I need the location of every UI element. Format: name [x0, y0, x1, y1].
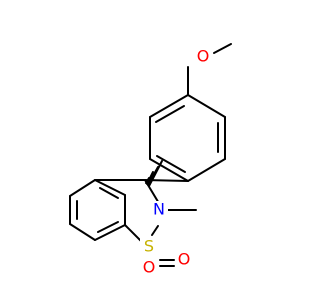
aryl-ring-bond — [187, 158, 226, 182]
sulfonyl-oxygen-2-background — [175, 251, 193, 269]
atom-label-layer: O N S O O — [140, 47, 212, 277]
benzo-ring-bond — [69, 223, 96, 241]
stereo-hash-line — [148, 160, 163, 187]
nitrogen-label: N — [153, 200, 165, 219]
methoxy-oxygen-label: O — [197, 47, 210, 66]
stereo-hash-line — [146, 171, 154, 185]
sulfonyl-oxygen-1-label: O — [143, 258, 156, 277]
benzo-ring-bond — [69, 179, 96, 197]
nitrogen-to-sulfur-bond — [151, 225, 159, 236]
stereo-hash-bond — [145, 160, 163, 187]
sulfonyl-oxygen-2-label: O — [178, 250, 191, 269]
aryl-ring-bond — [149, 158, 189, 182]
benzo-ring-bond — [94, 224, 126, 241]
sulfur-label: S — [144, 237, 154, 256]
nitrogen-background — [150, 201, 168, 219]
methoxy-oxygen-background — [194, 48, 212, 66]
sulfur-background — [140, 238, 158, 256]
sulfonyl-oxygen-1-background — [140, 259, 158, 277]
benzo-ring-bond — [94, 179, 126, 196]
molecule-structure: O N S O O — [69, 43, 232, 277]
molecule-canvas: O N S O O — [69, 43, 232, 277]
aryl-ring-bond — [149, 94, 189, 118]
methyl-to-methoxy-oxygen-bond — [213, 43, 232, 54]
aryl-ring-bond — [187, 94, 226, 118]
aryl-aromatic-inner-bond — [155, 105, 185, 123]
benzo-aromatic-inner-bond — [97, 221, 119, 233]
benzo-aromatic-inner-bond — [99, 187, 119, 199]
aryl-aromatic-inner-bond — [156, 155, 186, 173]
